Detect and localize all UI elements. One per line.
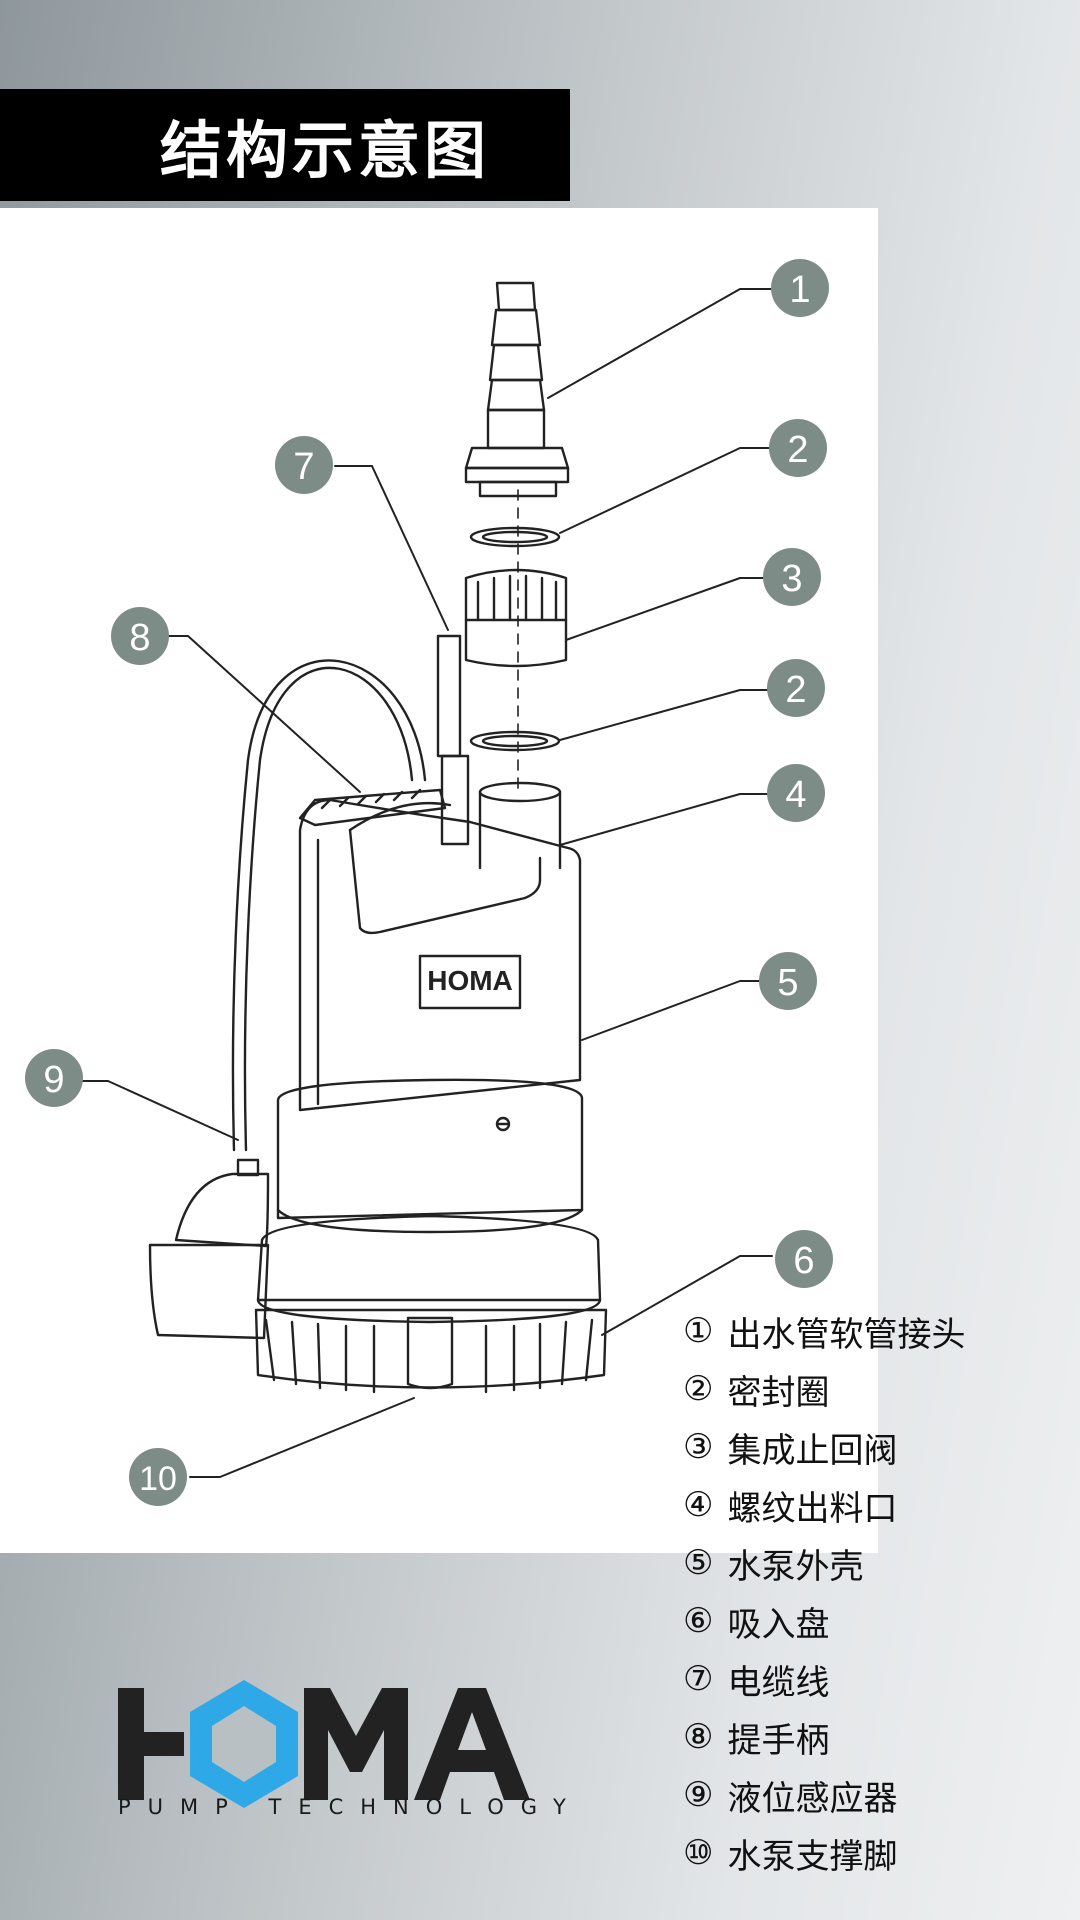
legend-label: 水泵外壳 — [727, 1546, 864, 1587]
legend-num: ② — [683, 1369, 714, 1409]
legend-item: ⑩ 水泵支撑脚 — [683, 1824, 1073, 1882]
legend-label: 密封圈 — [727, 1372, 830, 1413]
legend-num: ① — [683, 1311, 714, 1351]
legend-num: ⑤ — [683, 1543, 714, 1583]
legend-item: ③ 集成止回阀 — [683, 1418, 1073, 1476]
legend-num: ⑥ — [683, 1601, 714, 1641]
legend-num: ⑧ — [683, 1717, 714, 1757]
legend-item: ② 密封圈 — [683, 1360, 1073, 1418]
legend-label: 出水管软管接头 — [727, 1314, 966, 1355]
legend-label: 螺纹出料口 — [727, 1488, 898, 1529]
parts-legend: ① 出水管软管接头 ② 密封圈 ③ 集成止回阀 ④ 螺纹出料口 ⑤ 水泵外壳 ⑥ 吸入盘 ⑦… — [683, 1302, 1073, 1882]
legend-num: ⑨ — [683, 1775, 714, 1815]
legend-item: ⑨ 液位感应器 — [683, 1766, 1073, 1824]
legend-item: ⑥ 吸入盘 — [683, 1592, 1073, 1650]
legend-label: 液位感应器 — [727, 1778, 898, 1819]
page-title: 结构示意图 — [160, 114, 491, 187]
legend-num: ⑦ — [683, 1659, 714, 1699]
homa-logo — [118, 1680, 530, 1808]
legend-num: ③ — [683, 1427, 714, 1467]
legend-item: ① 出水管软管接头 — [683, 1302, 1073, 1360]
legend-label: 水泵支撑脚 — [727, 1836, 898, 1877]
legend-item: ⑦ 电缆线 — [683, 1650, 1073, 1708]
legend-item: ⑧ 提手柄 — [683, 1708, 1073, 1766]
title-bar: 结构示意图 — [0, 89, 570, 201]
legend-label: 电缆线 — [727, 1662, 830, 1703]
legend-item: ④ 螺纹出料口 — [683, 1476, 1073, 1534]
legend-num: ④ — [683, 1485, 714, 1525]
brand-tagline: PUMP TECHNOLOGY — [118, 1795, 583, 1819]
legend-label: 提手柄 — [727, 1720, 830, 1761]
legend-label: 集成止回阀 — [727, 1430, 898, 1471]
legend-item: ⑤ 水泵外壳 — [683, 1534, 1073, 1592]
legend-label: 吸入盘 — [727, 1604, 830, 1645]
legend-num: ⑩ — [683, 1833, 714, 1873]
